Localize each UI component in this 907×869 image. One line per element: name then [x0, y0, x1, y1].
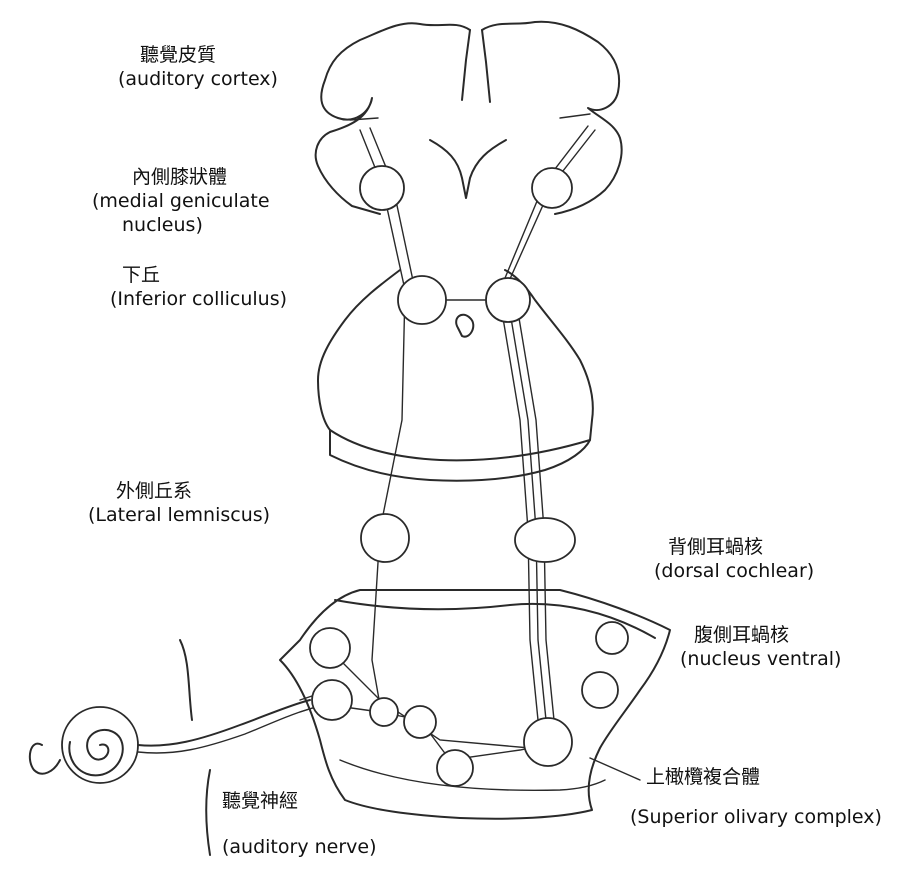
olive-small-1 — [370, 698, 398, 726]
midbrain-outline — [318, 270, 593, 481]
side-nucleus-1 — [596, 622, 628, 654]
superior-olivary-zh: 上橄欖複合體 — [630, 766, 882, 790]
auditory-nerve-en: (auditory nerve) — [222, 836, 377, 860]
ll-left-nucleus — [361, 514, 409, 562]
ventral-cochlear-en: (nucleus ventral) — [680, 648, 841, 672]
mgn-left-nucleus — [360, 166, 404, 210]
ic-right-nucleus — [486, 278, 530, 322]
ventral-cochlear-zh: 腹側耳蝸核 — [680, 624, 841, 648]
label-mgn: 內側膝狀體 (medial geniculate nucleus) — [92, 166, 270, 237]
inferior-colliculus-zh: 下丘 — [110, 264, 287, 288]
ic-left-nucleus — [398, 276, 446, 324]
nuclei — [310, 166, 628, 786]
auditory-nerve-zh: 聽覺神經 — [222, 790, 377, 814]
ll-right-nucleus — [515, 518, 575, 562]
dorsal-cochlear-zh: 背側耳蝸核 — [654, 536, 814, 560]
mgn-right-nucleus — [532, 168, 572, 208]
cochlear-nucleus-1 — [310, 628, 350, 668]
ascending-tracts — [300, 126, 595, 760]
side-nucleus-2 — [582, 672, 618, 708]
mgn-zh: 內側膝狀體 — [92, 166, 270, 190]
inferior-colliculus-en: (Inferior colliculus) — [110, 288, 287, 312]
olive-small-3 — [437, 750, 473, 786]
label-inferior-colliculus: 下丘 (Inferior colliculus) — [110, 264, 287, 312]
label-auditory-nerve: 聽覺神經 (auditory nerve) — [222, 790, 377, 860]
lateral-lemniscus-zh: 外側丘系 — [88, 480, 270, 504]
label-superior-olivary: 上橄欖複合體 (Superior olivary complex) — [630, 766, 882, 830]
dorsal-cochlear-en: (dorsal cochlear) — [654, 560, 814, 584]
mgn-en-line1: (medial geniculate — [92, 190, 270, 214]
label-dorsal-cochlear: 背側耳蝸核 (dorsal cochlear) — [654, 536, 814, 584]
label-ventral-cochlear: 腹側耳蝸核 (nucleus ventral) — [680, 624, 841, 672]
lateral-lemniscus-en: (Lateral lemniscus) — [88, 504, 270, 528]
auditory-cortex-zh: 聽覺皮質 — [118, 44, 278, 68]
superior-olive-nucleus — [524, 718, 572, 766]
cochlear-nucleus-2 — [312, 680, 352, 720]
olive-small-2 — [404, 706, 436, 738]
superior-olivary-en: (Superior olivary complex) — [630, 806, 882, 830]
label-auditory-cortex: 聽覺皮質 (auditory cortex) — [118, 44, 278, 92]
label-lateral-lemniscus: 外側丘系 (Lateral lemniscus) — [88, 480, 270, 528]
mgn-en-line2: nucleus) — [92, 214, 270, 238]
auditory-cortex-en: (auditory cortex) — [118, 68, 278, 92]
